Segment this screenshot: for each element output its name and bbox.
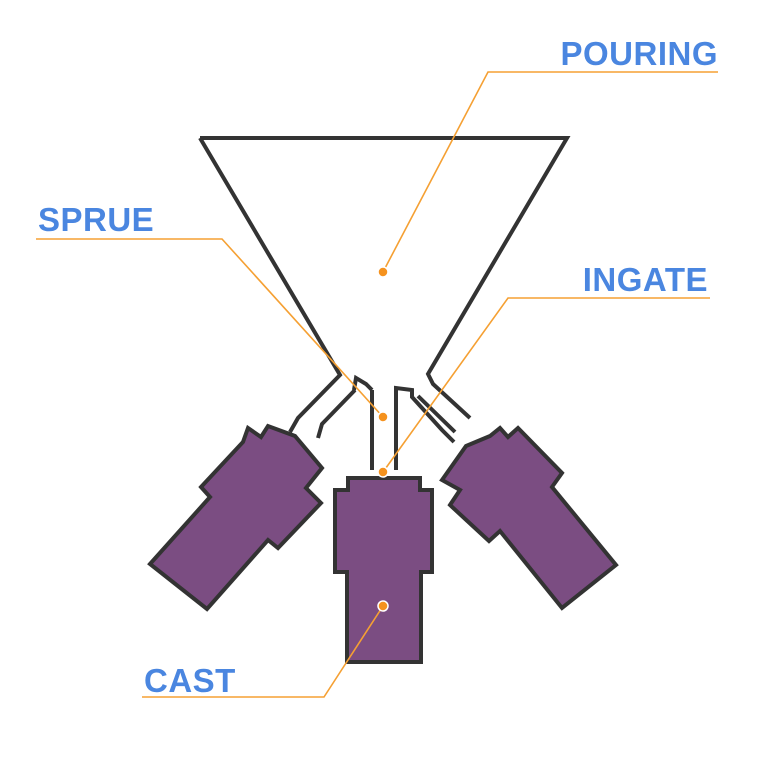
marker-sprue [377, 411, 389, 423]
leader-sprue [36, 238, 384, 418]
label-pouring: POURING [560, 35, 718, 72]
cast-right [439, 425, 619, 611]
pouring-basin-and-runners [198, 136, 571, 470]
castings [147, 423, 619, 664]
leader-lines [36, 71, 718, 698]
leader-cast [142, 605, 384, 698]
marker-dots [377, 266, 389, 612]
leader-ingate [382, 297, 710, 473]
cast-center [333, 476, 434, 664]
label-sprue: SPRUE [38, 201, 154, 238]
label-cast: CAST [144, 662, 236, 699]
labels: POURING SPRUE INGATE CAST [38, 35, 718, 699]
marker-pouring [377, 266, 389, 278]
cast-left [147, 423, 325, 612]
gating-system-outline [198, 136, 571, 470]
label-ingate: INGATE [583, 261, 708, 298]
marker-ingate [377, 466, 389, 478]
leader-pouring [382, 71, 718, 273]
marker-cast [377, 600, 389, 612]
